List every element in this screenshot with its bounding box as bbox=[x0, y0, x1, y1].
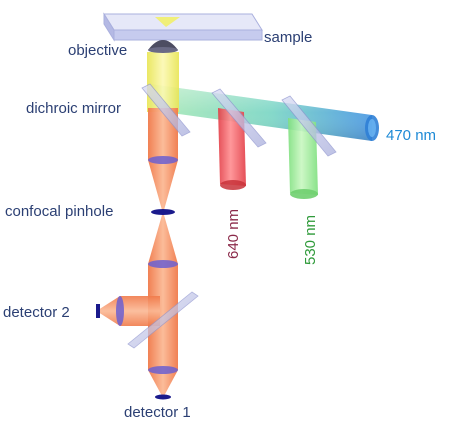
sample-slide bbox=[103, 12, 263, 42]
dichroic-mirror-main bbox=[141, 83, 191, 137]
detector-1-label: detector 1 bbox=[124, 404, 191, 421]
detector-1 bbox=[155, 394, 171, 400]
wavelength-640-label: 640 nm bbox=[225, 209, 242, 259]
wavelength-470-label: 470 nm bbox=[386, 127, 436, 144]
detector1-lens bbox=[148, 366, 178, 374]
dichroic-mirror-530 bbox=[281, 95, 337, 157]
dichroic-mirror-640 bbox=[211, 88, 267, 148]
detector2-lens bbox=[116, 296, 124, 326]
red-emission-beam-640 bbox=[218, 108, 246, 190]
sample-label: sample bbox=[264, 29, 312, 46]
green-emission-beam-530 bbox=[288, 118, 318, 199]
excitation-beam bbox=[150, 84, 379, 141]
confocal-pinhole bbox=[151, 209, 175, 215]
detection-beam bbox=[98, 108, 178, 396]
objective-label: objective bbox=[68, 42, 127, 59]
detector-2 bbox=[96, 304, 100, 318]
tube-lens-upper bbox=[148, 156, 178, 164]
detector-2-label: detector 2 bbox=[3, 304, 70, 321]
objective-lens bbox=[148, 40, 178, 53]
pinhole-lens-lower bbox=[148, 260, 178, 268]
wavelength-530-label: 530 nm bbox=[302, 215, 319, 265]
dichroic-mirror-label: dichroic mirror bbox=[26, 100, 121, 117]
confocal-pinhole-label: confocal pinhole bbox=[5, 203, 113, 220]
beam-splitter-detectors bbox=[127, 291, 199, 349]
